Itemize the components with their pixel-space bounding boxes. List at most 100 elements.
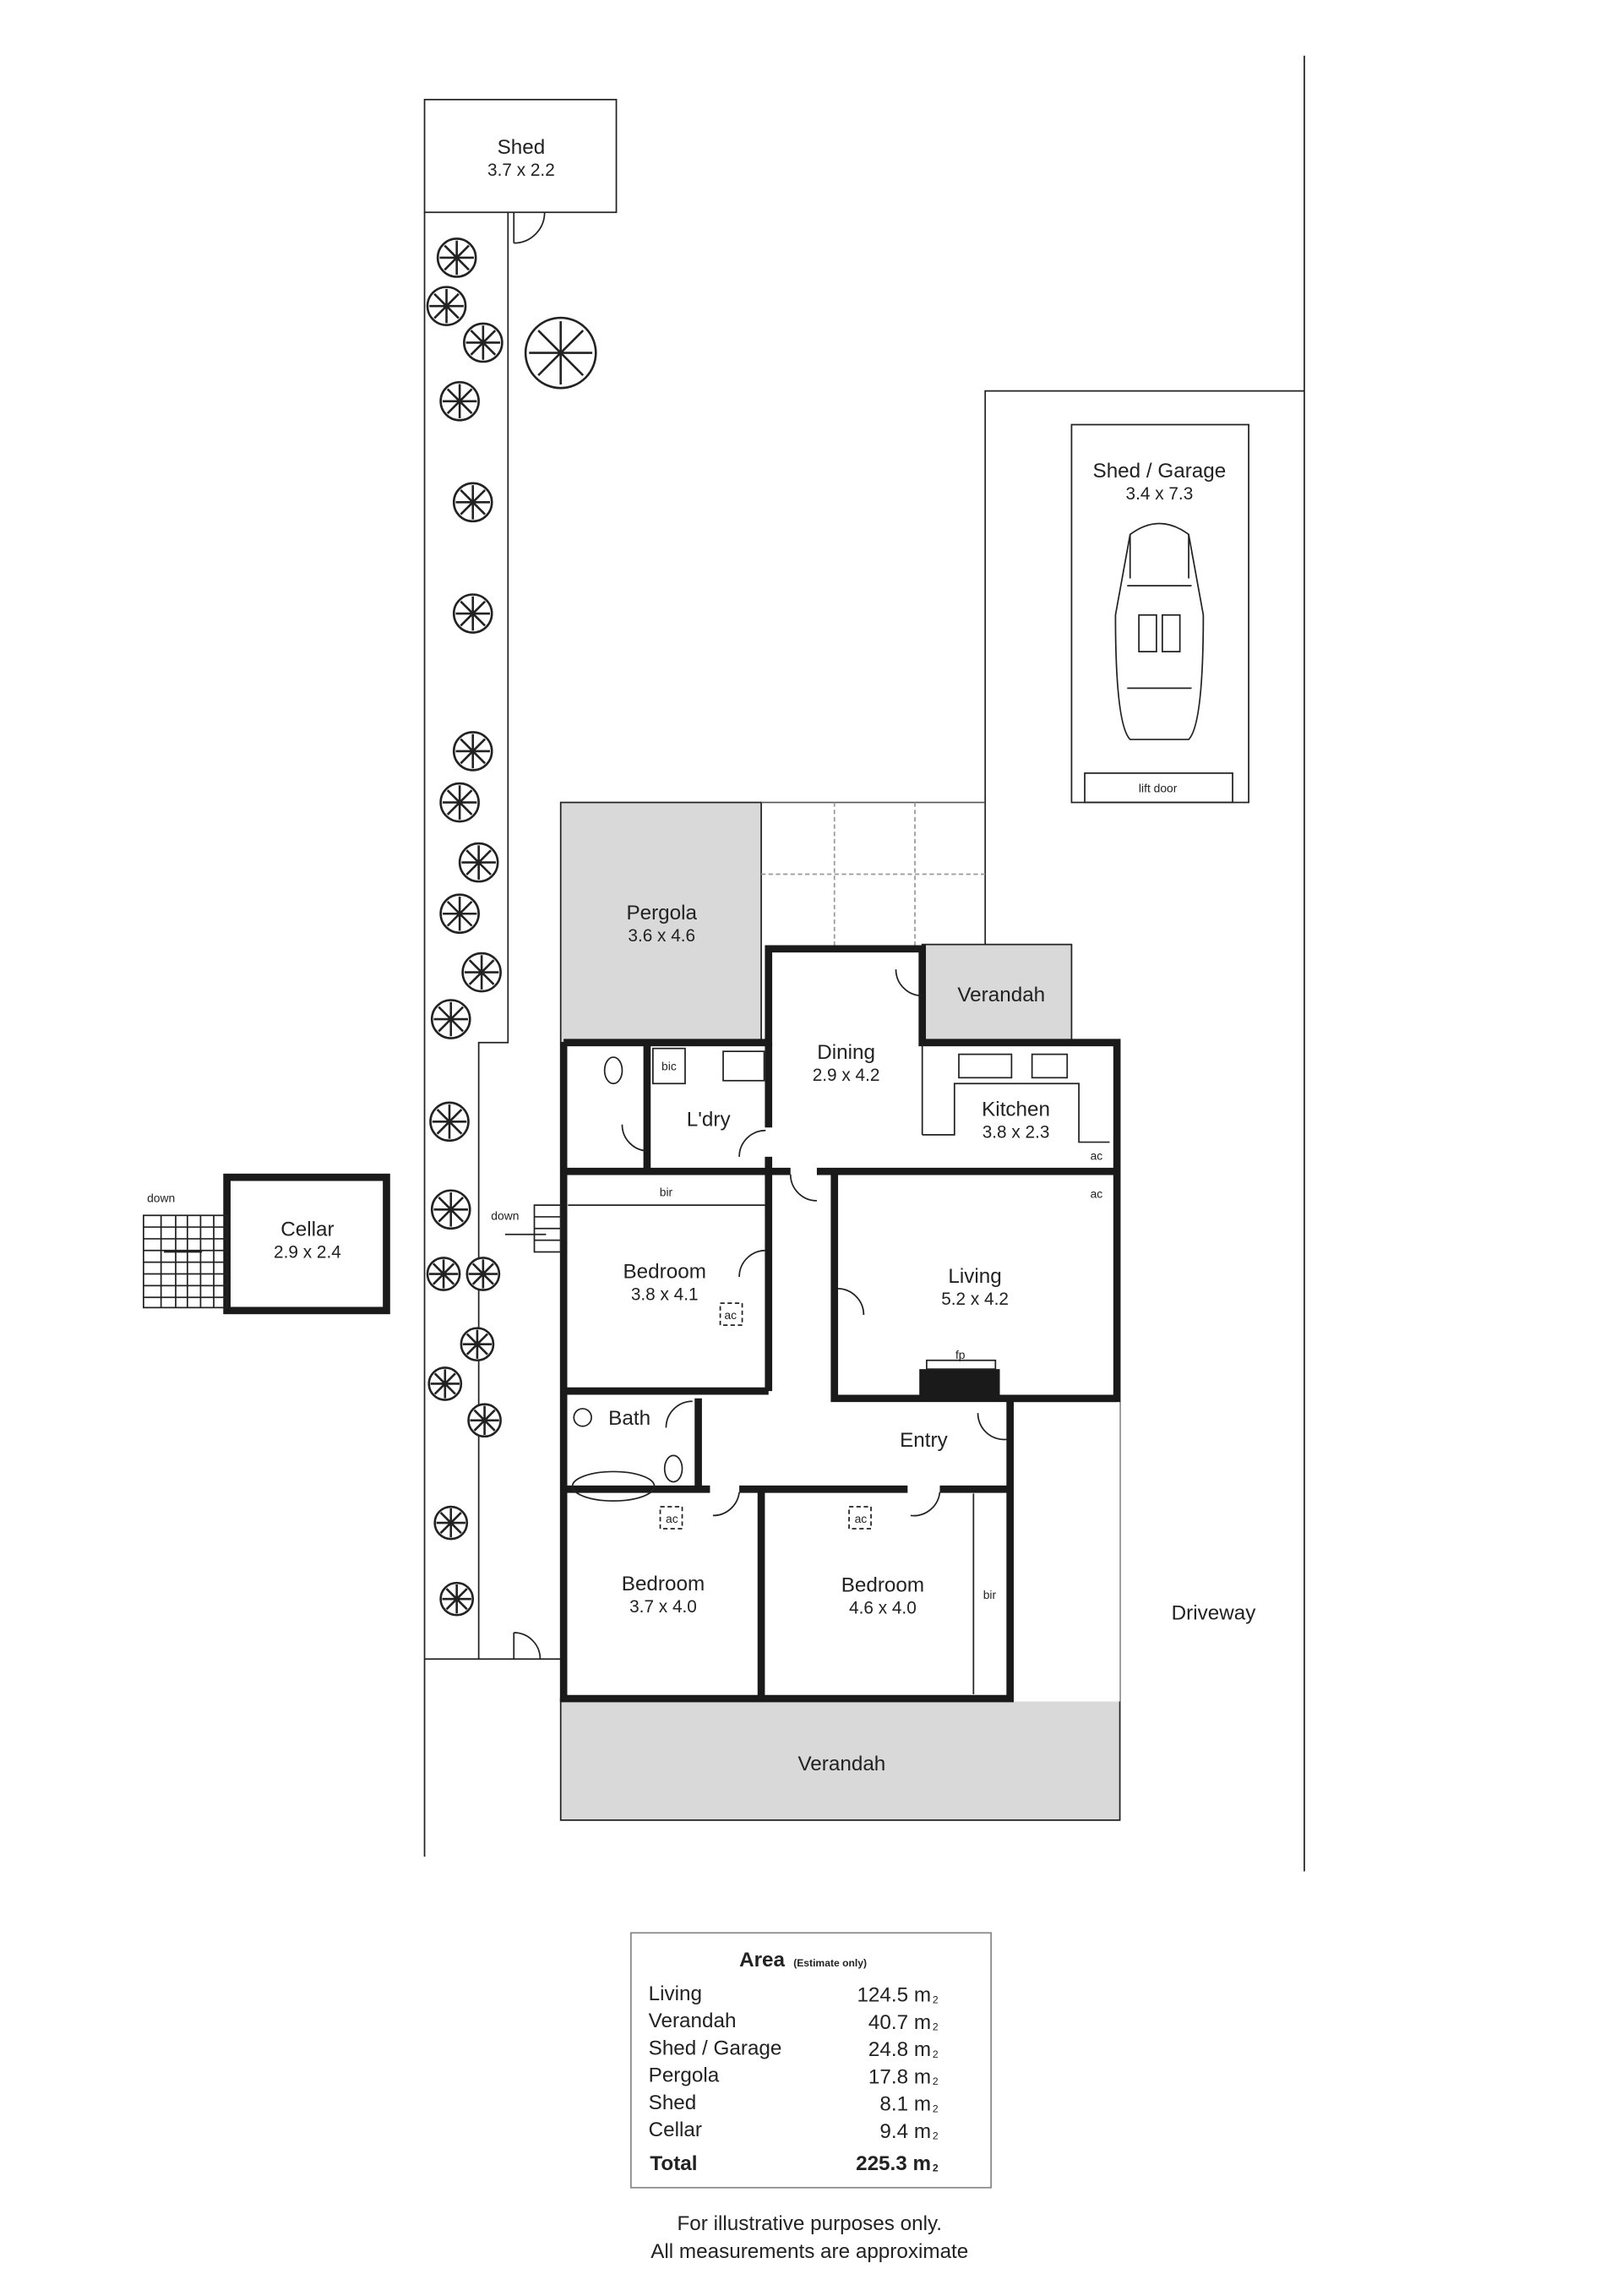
ac-label: ac [724,1308,737,1322]
living-label: Living [948,1265,1001,1288]
garage-dims: 3.4 x 7.3 [1126,484,1194,504]
bedroom2-label: Bedroom [622,1573,705,1595]
bic-label: bic [661,1060,677,1073]
trees [426,237,597,1617]
stairs-label: down [491,1208,519,1222]
bedroom1-label: Bedroom [623,1261,706,1284]
stairs-down: down [491,1204,562,1253]
unit-sub: 2 [933,2075,939,2087]
bedroom1-dims: 3.8 x 4.1 [631,1285,699,1305]
shed-dims: 3.7 x 2.2 [487,161,555,180]
driveway-label: Driveway [1172,1601,1257,1624]
gate-icon [513,1632,542,1660]
doors [621,969,1008,1517]
laundry-sink-icon [722,1050,765,1082]
dining-dims: 2.9 x 4.2 [813,1066,880,1085]
ac-label: ac [1091,1148,1103,1162]
fireplace-label: fp [955,1348,966,1361]
cellar-dims: 2.9 x 2.4 [274,1242,341,1262]
area-subtitle: (Estimate only) [793,1957,867,1969]
ac-label: ac [666,1512,678,1525]
area-row-label: Shed / Garage [649,2037,782,2059]
total-label: Total [650,2152,697,2175]
dining-label: Dining [817,1041,875,1064]
ac-icon [659,1506,683,1530]
bedroom2-dims: 3.7 x 4.0 [629,1597,697,1617]
bedroom3-dims: 4.6 x 4.0 [849,1599,917,1618]
cellar: Cellar 2.9 x 2.4 down [142,1173,390,1315]
unit-sub: 2 [933,2048,939,2060]
area-row-label: Pergola [649,2064,720,2087]
tree-icon [427,1366,463,1401]
kitchen-label: Kitchen [982,1098,1050,1121]
tree-icon [452,593,493,634]
tree-icon [439,1581,475,1617]
tree-icon [467,1403,502,1438]
open-grid [761,801,986,949]
area-row-value: 17.8 m [868,2065,931,2088]
disclaimer-line-2: All measurements are approximate [650,2240,968,2263]
tree-icon [430,1189,471,1230]
unit-sub: 2 [933,2162,939,2174]
cellar-stairs-label: down [147,1192,175,1205]
front-verandah-label: Verandah [797,1753,885,1775]
bath-label: Bath [608,1407,650,1430]
area-row-value: 8.1 m [879,2093,931,2116]
area-row-value: 40.7 m [868,2011,931,2034]
cooktop-icon [1031,1053,1069,1079]
area-row-value: 124.5 m [857,1984,931,2007]
garage-label: Shed / Garage [1093,460,1227,483]
shed-garage: Shed / Garage 3.4 x 7.3 lift door [1070,423,1249,804]
area-row-label: Living [649,1982,702,2005]
kitchen-dims: 3.8 x 2.3 [982,1122,1050,1142]
area-title: Area [739,1949,785,1972]
shed: Shed 3.7 x 2.2 [423,98,618,1660]
lift-door-label: lift door [1139,781,1178,794]
ac-label: ac [1091,1186,1103,1200]
tree-icon [439,893,480,935]
tree-icon [463,322,503,363]
kitchen-sink-icon [958,1053,1013,1079]
tree-icon [465,1257,501,1291]
bedroom3-label: Bedroom [841,1574,924,1597]
fixtures [571,1047,1069,1530]
area-row-label: Cellar [649,2119,702,2141]
bathtub-icon [571,1470,656,1502]
bir-label: bir [660,1186,673,1199]
unit-sub: 2 [933,2130,939,2142]
area-row-value: 24.8 m [868,2038,931,2061]
pergola-dims: 3.6 x 4.6 [628,926,695,946]
basin-icon [573,1408,592,1427]
rear-verandah [921,943,1073,1044]
ac-icon [848,1506,872,1530]
tree-icon [429,1101,470,1143]
area-row-label: Shed [649,2091,697,2114]
laundry-label: L'dry [687,1109,732,1132]
disclaimer-line-1: For illustrative purposes only. [677,2212,942,2235]
entry-label: Entry [900,1429,948,1452]
tree-icon [461,952,502,993]
area-row-value: 9.4 m [879,2120,931,2143]
door-icon [513,212,546,244]
tree-icon [426,1257,461,1291]
unit-sub: 2 [933,2021,939,2033]
car-icon [1114,522,1205,740]
shed-label: Shed [498,136,546,159]
tree-icon [436,237,477,278]
bir-label: bir [983,1588,997,1601]
tree-icon [439,782,480,823]
ac-icon [719,1302,743,1327]
area-row-label: Verandah [649,2010,737,2032]
living-dims: 5.2 x 4.2 [941,1290,1009,1309]
site-boundaries [423,55,1305,1872]
tree-icon [426,286,467,326]
unit-sub: 2 [933,1993,939,2005]
toilet-icon [663,1454,683,1483]
tree-icon [452,731,493,772]
tree-icon [524,316,597,390]
tree-icon [452,482,493,523]
rear-verandah-label: Verandah [957,984,1045,1006]
pergola-label: Pergola [626,902,697,924]
tree-icon [460,1327,495,1362]
